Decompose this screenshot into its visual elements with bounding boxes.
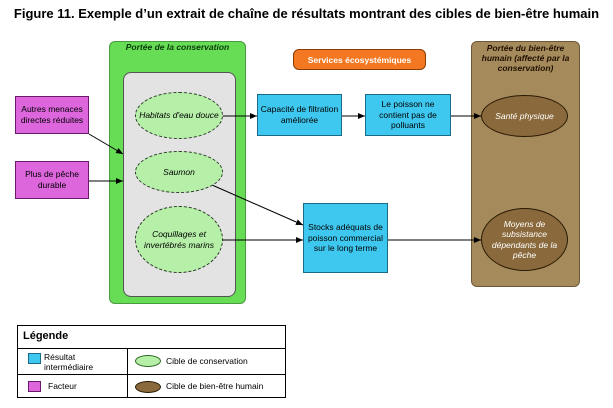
arrow-threats-to-scope — [88, 133, 124, 155]
wellbeing-livelihoods: Moyens de subsistance dépendants de la p… — [481, 208, 568, 271]
legend: Légende Résultat intermédiaire Cible de … — [17, 325, 286, 398]
legend-wellbeing-swatch — [135, 381, 161, 393]
wellbeing-physical-health: Santé physique — [481, 95, 568, 137]
legend-heading: Légende — [18, 326, 285, 349]
figure-title: Figure 11. Exemple d’un extrait de chaîn… — [13, 6, 600, 21]
ecosystem-services-label: Services écosystémiques — [293, 49, 426, 70]
legend-factor-label: Facteur — [48, 381, 77, 391]
legend-divider — [127, 349, 128, 397]
result-fish-stocks: Stocks adéquats de poisson commercial su… — [303, 203, 388, 273]
legend-conservation-swatch — [135, 355, 161, 367]
factor-sustainable-fishing: Plus de pêche durable — [15, 161, 89, 199]
wellbeing-scope-title: Portée du bien-être humain (affecté par … — [481, 43, 570, 74]
target-shellfish-invertebrates: Coquillages et invertébrés marins — [135, 206, 223, 273]
legend-row-1 — [18, 349, 285, 375]
arrow-salmon-to-stocks — [211, 184, 304, 226]
target-salmon: Saumon — [135, 151, 223, 193]
legend-factor-swatch — [28, 381, 41, 392]
legend-wellbeing-label: Cible de bien-être humain — [166, 381, 264, 391]
factor-other-threats: Autres menaces directes réduites — [15, 96, 89, 134]
legend-conservation-label: Cible de conservation — [166, 356, 248, 366]
target-freshwater-habitats: Habitats d'eau douce — [135, 92, 223, 139]
result-no-pollutants: Le poisson ne contient pas de polluants — [365, 94, 451, 136]
result-filtration: Capacité de filtration améliorée — [257, 94, 342, 136]
legend-intermediate-label: Résultat intermédiaire — [44, 352, 94, 373]
legend-intermediate-swatch — [28, 353, 41, 364]
conservation-scope-title: Portée de la conservation — [125, 42, 230, 52]
